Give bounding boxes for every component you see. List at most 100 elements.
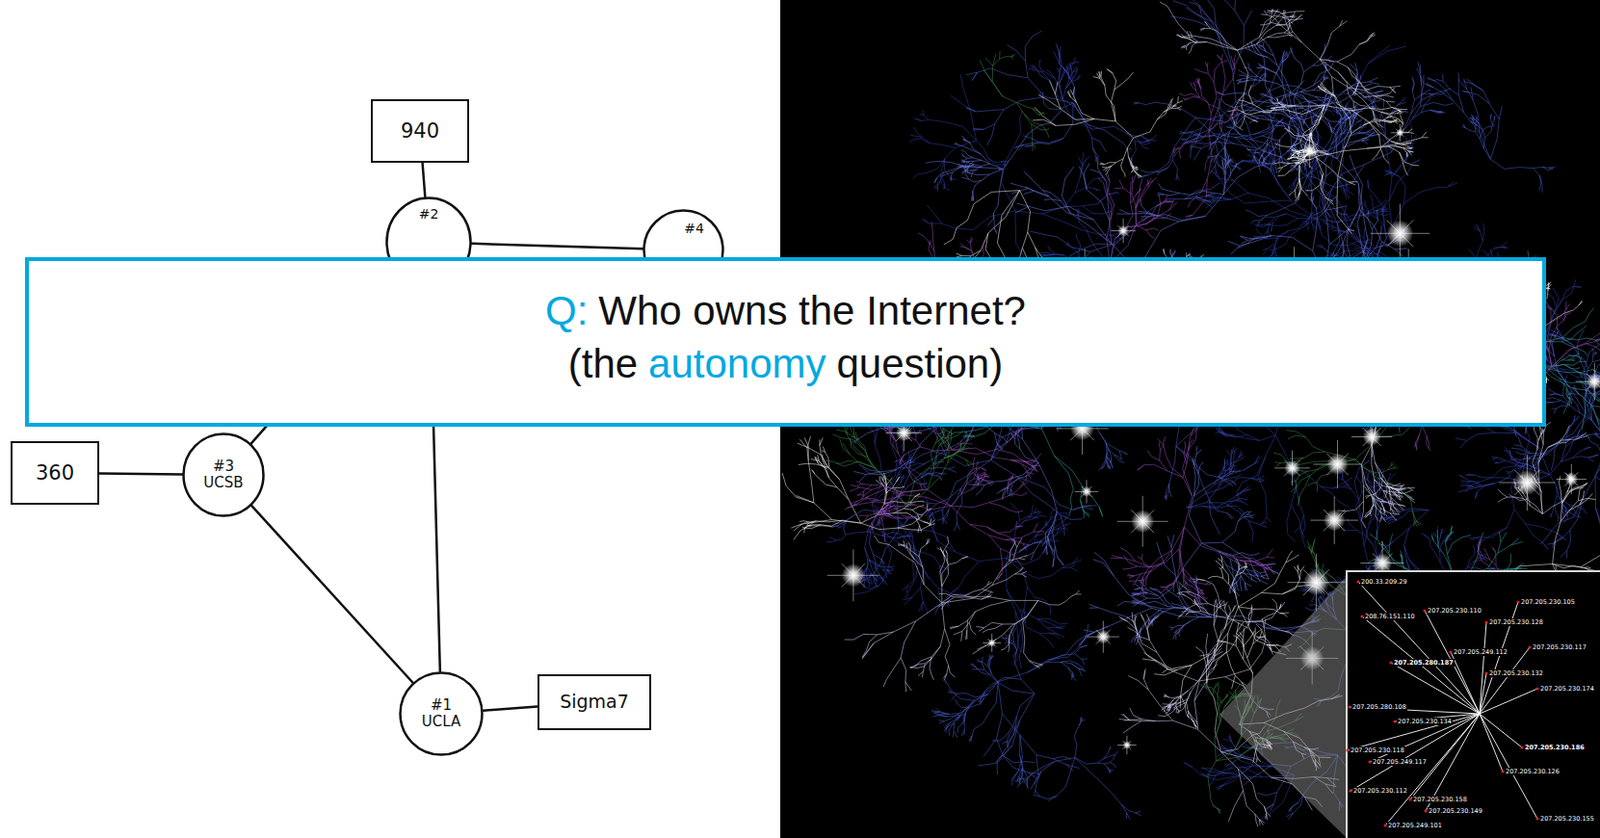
star-ray — [1594, 363, 1596, 382]
map-star — [1312, 440, 1362, 489]
star-ray — [1430, 326, 1442, 338]
star-ray — [1334, 520, 1359, 522]
ip-address: 207.205.230.112 — [1352, 786, 1409, 795]
star-ray — [1370, 359, 1372, 377]
star-ray — [1122, 317, 1142, 319]
node-label: 940 — [400, 119, 440, 143]
highlight-text: autonomy — [648, 337, 826, 391]
inset-link — [1390, 662, 1480, 714]
inset-link — [1479, 713, 1503, 772]
network-link — [429, 288, 441, 672]
host-box: 360 — [10, 441, 100, 505]
ip-address: 200.33.209.29 — [1360, 577, 1409, 586]
star-ray — [1399, 124, 1401, 133]
star-ray — [1430, 326, 1432, 351]
star-ray — [1514, 482, 1527, 496]
star-ray — [1457, 303, 1468, 305]
node-text-group: #1UCLA — [421, 697, 461, 732]
star-ray — [1104, 360, 1120, 362]
map-star — [1273, 246, 1315, 289]
star-ray — [1594, 381, 1600, 391]
star-ray — [1070, 428, 1082, 441]
star-ray — [1387, 220, 1401, 235]
star-ray — [1100, 299, 1124, 301]
node-text-group: 940 — [400, 119, 440, 143]
inset-link — [1347, 713, 1480, 751]
star-ray — [1310, 151, 1318, 159]
star-ray — [1370, 376, 1372, 394]
star-ray — [1526, 454, 1528, 483]
star-ray — [1406, 325, 1431, 327]
star-ray — [1293, 267, 1295, 289]
star-ray — [1564, 472, 1572, 479]
map-star — [1087, 621, 1120, 654]
router-dot — [1520, 745, 1523, 749]
star-ray — [1299, 340, 1306, 347]
map-star — [885, 415, 922, 452]
map-star — [1556, 464, 1587, 495]
imp-node: #2 — [385, 196, 473, 289]
star-ray — [1117, 225, 1124, 232]
star-ray — [1371, 436, 1392, 438]
star-ray — [1370, 376, 1379, 385]
star-ray — [1430, 302, 1432, 327]
star-ray — [903, 432, 922, 434]
network-link — [251, 505, 413, 682]
star-ray — [1399, 129, 1404, 133]
star-ray — [1084, 256, 1092, 263]
star-ray — [841, 563, 854, 576]
node-label: UCLA — [421, 713, 461, 731]
star-ray — [1294, 258, 1305, 268]
map-star — [1075, 479, 1100, 504]
star-ray — [992, 642, 1001, 644]
star-ray — [1142, 496, 1144, 522]
star-ray — [1284, 468, 1292, 476]
star-ray — [1467, 304, 1469, 315]
star-ray — [952, 321, 954, 340]
star-ray — [1315, 553, 1317, 583]
star-ray — [1190, 273, 1192, 291]
star-ray — [1293, 340, 1300, 347]
question-banner: Q:Who owns the Internet?(theautonomyques… — [25, 257, 1547, 427]
ip-address: 207.205.230.149 — [1427, 807, 1484, 815]
star-ray — [1123, 225, 1129, 232]
inset-link — [1479, 622, 1487, 714]
router-dot — [1383, 823, 1387, 827]
star-ray — [1183, 273, 1192, 282]
map-star — [1286, 334, 1312, 360]
node-label: #3 — [203, 458, 243, 475]
star-ray — [1124, 288, 1135, 300]
star-ray — [1399, 131, 1409, 133]
star-ray — [1142, 317, 1162, 319]
map-star — [1370, 204, 1430, 263]
star-ray — [1084, 262, 1100, 264]
router-dot — [1422, 608, 1426, 612]
ip-address: 207.205.230.110 — [1426, 606, 1483, 615]
ip-address: 207.205.230.105 — [1520, 598, 1576, 606]
star-ray — [1399, 290, 1414, 305]
star-ray — [1310, 150, 1328, 152]
star-ray — [1130, 521, 1143, 533]
highlight-text: Q: — [545, 284, 588, 338]
star-ray — [1315, 569, 1329, 582]
star-ray — [927, 385, 937, 394]
star-ray — [1081, 428, 1083, 455]
star-ray — [1370, 368, 1379, 377]
star-ray — [1273, 267, 1295, 269]
router-dot — [1527, 645, 1531, 649]
star-ray — [827, 575, 854, 577]
network-link — [483, 706, 538, 710]
star-ray — [865, 299, 873, 307]
star-ray — [944, 321, 953, 330]
star-ray — [1556, 478, 1573, 480]
star-ray — [903, 424, 912, 433]
star-ray — [1087, 636, 1104, 638]
star-ray — [1334, 520, 1345, 531]
star-ray — [1371, 437, 1382, 447]
map-star — [1100, 276, 1148, 324]
star-ray — [1334, 496, 1336, 521]
node-text-group: 360 — [35, 461, 75, 485]
question-text: (the — [568, 337, 638, 391]
star-ray — [1102, 636, 1120, 638]
